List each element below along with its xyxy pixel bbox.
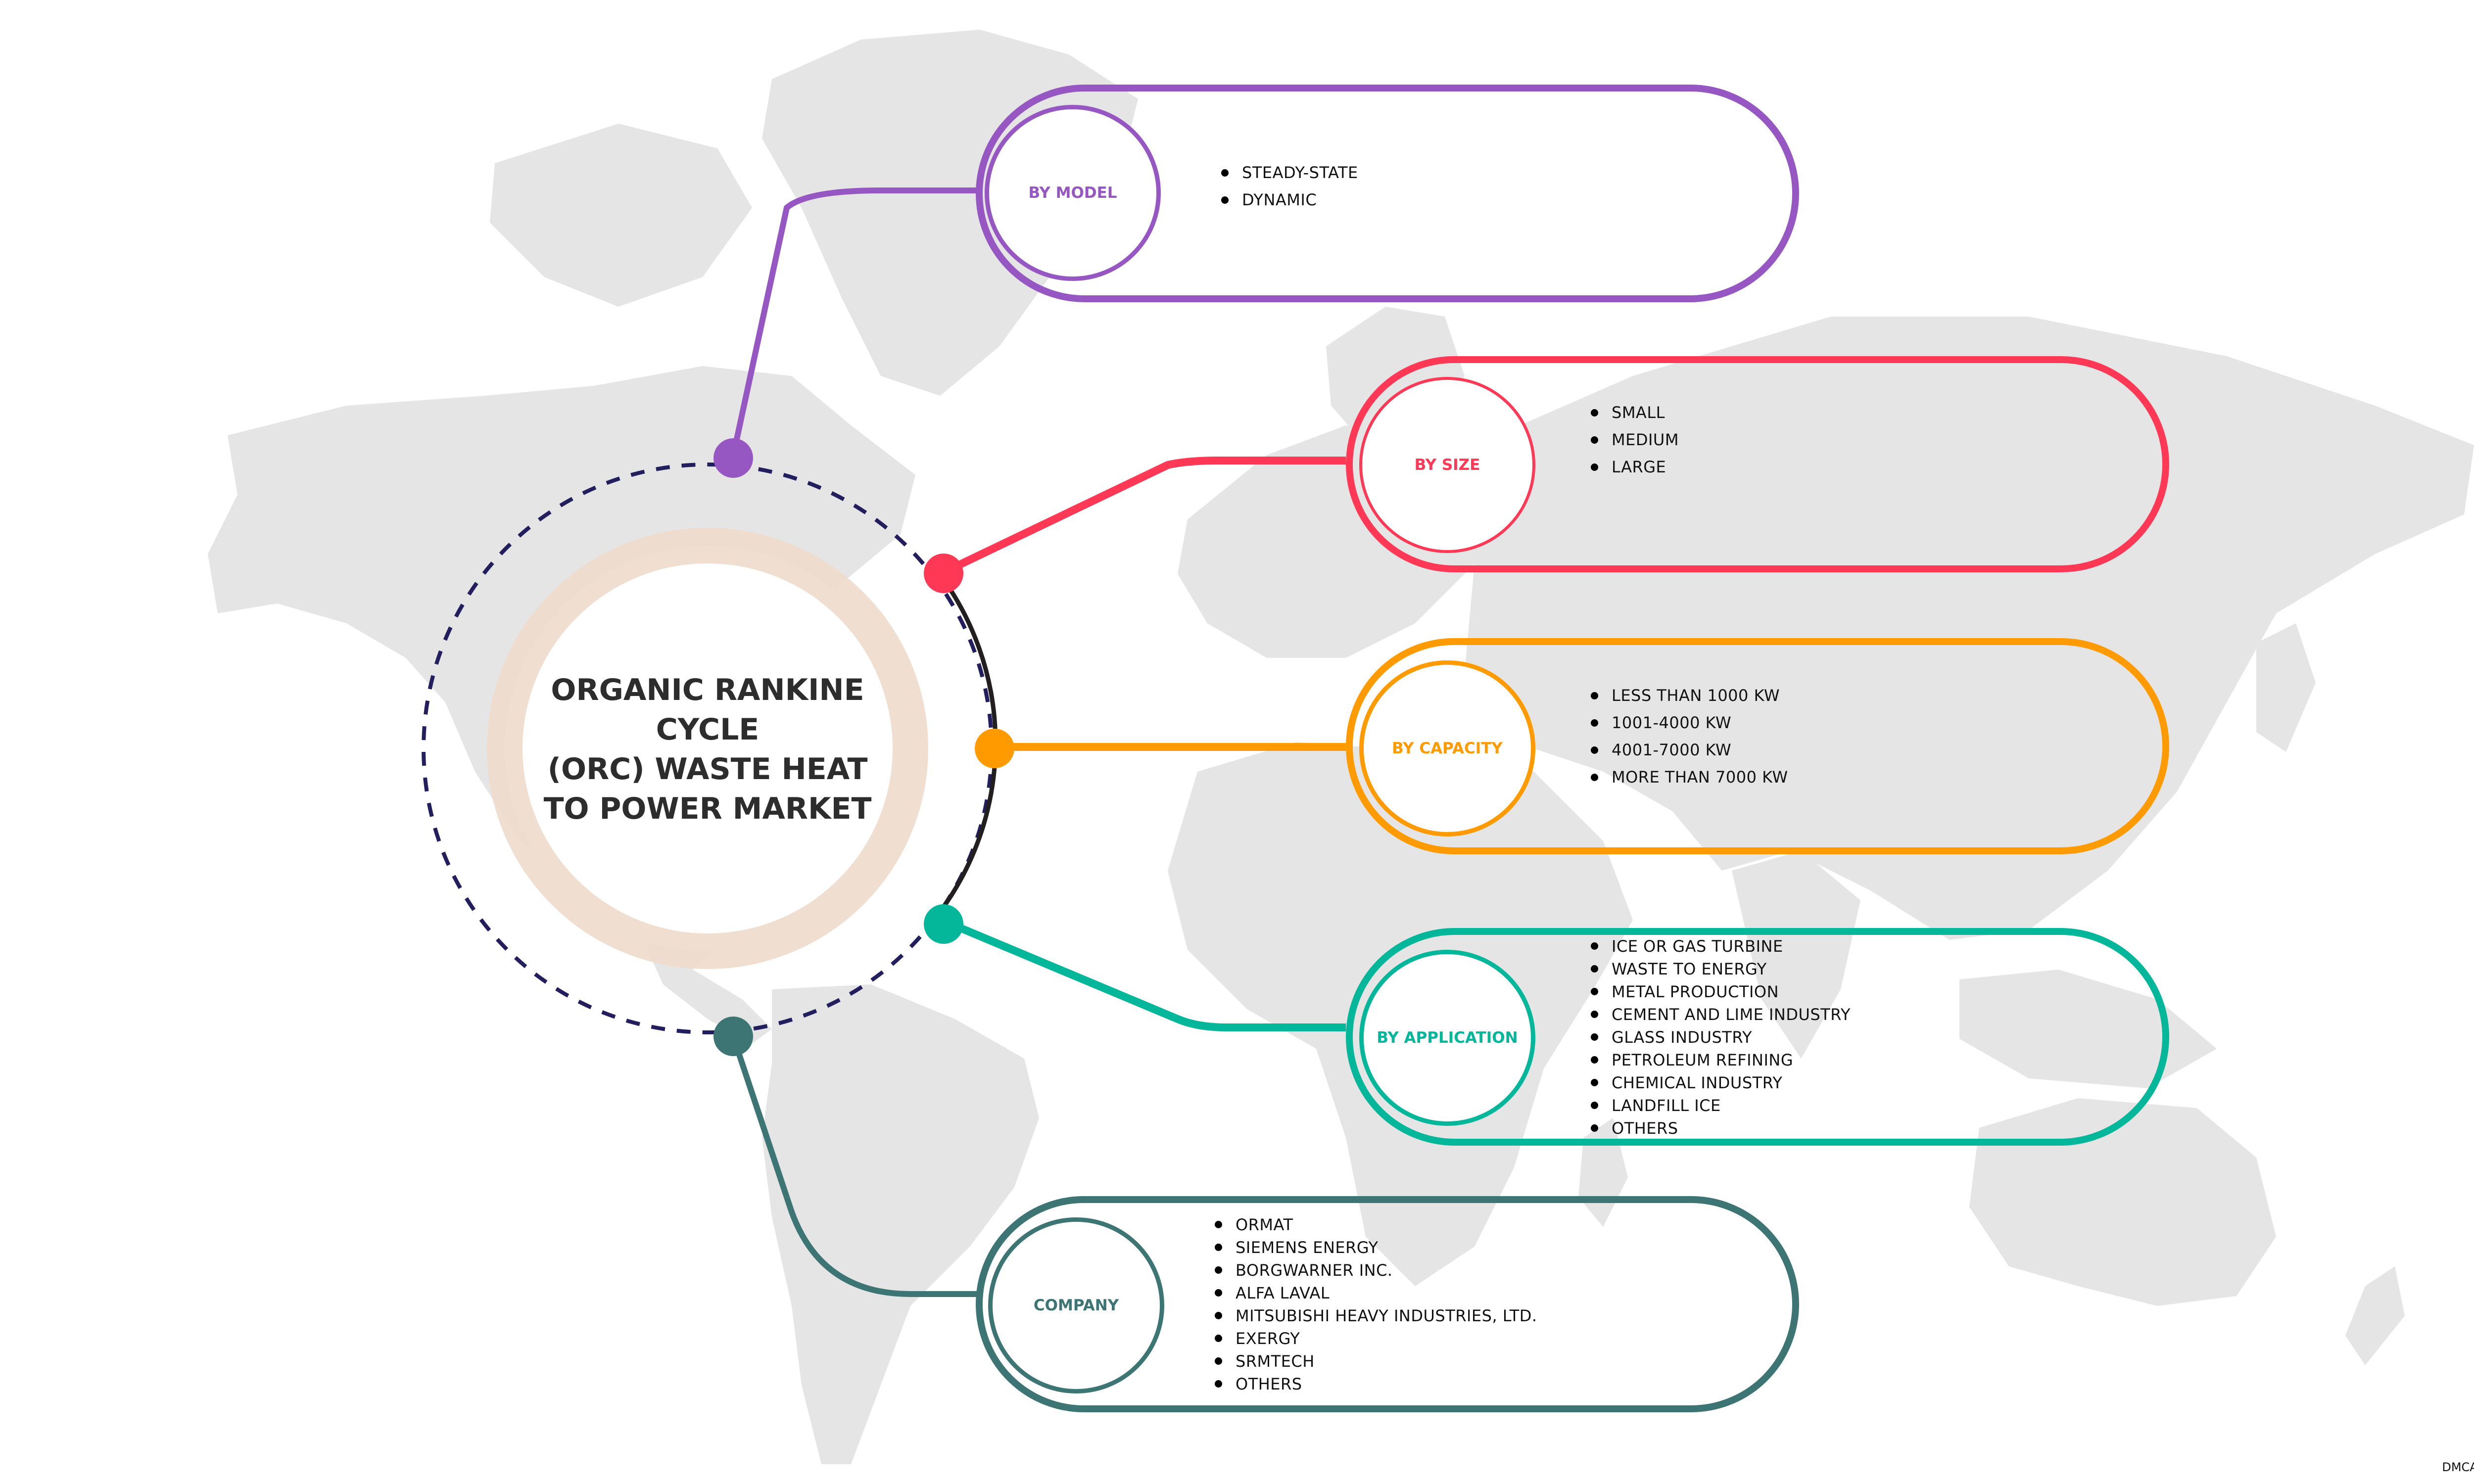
size-connector: [941, 457, 1346, 577]
bullet-icon: [1221, 169, 1229, 177]
list-item: LANDFILL ICE: [1591, 1094, 1851, 1117]
list-item: CEMENT AND LIME INDUSTRY: [1591, 1003, 1851, 1026]
list-item: ORMAT: [1215, 1213, 1537, 1236]
segment-circle-company: COMPANY: [988, 1217, 1164, 1393]
center-title-line-3: (ORC) WASTE HEAT: [547, 752, 868, 787]
size-dot: [924, 554, 963, 593]
list-item: LESS THAN 1000 KW: [1591, 682, 1788, 709]
application-connector: [934, 914, 1346, 1031]
list-item: ALFA LAVAL: [1215, 1282, 1537, 1304]
center-title-line-2: CYCLE: [656, 712, 760, 747]
segment-label-company: COMPANY: [1033, 1297, 1119, 1314]
bullet-icon: [1591, 965, 1598, 973]
company-connector: [729, 1033, 977, 1297]
list-item: CHEMICAL INDUSTRY: [1591, 1071, 1851, 1094]
list-item: SRMTECH: [1215, 1350, 1537, 1373]
center-title-line-4: TO POWER MARKET: [543, 791, 872, 826]
bullet-icon: [1215, 1357, 1222, 1365]
list-item: DYNAMIC: [1221, 186, 1358, 214]
bullet-icon: [1215, 1244, 1222, 1251]
model-dot: [714, 438, 753, 478]
list-item: LARGE: [1591, 454, 1679, 481]
list-item: PETROLEUM REFINING: [1591, 1049, 1851, 1071]
list-item: OTHERS: [1215, 1373, 1537, 1395]
bullet-icon: [1591, 1056, 1598, 1064]
segment-label-application: BY APPLICATION: [1377, 1029, 1518, 1047]
center-title: ORGANIC RANKINE CYCLE (ORC) WASTE HEAT T…: [510, 658, 905, 841]
list-item: BORGWARNER INC.: [1215, 1259, 1537, 1282]
dmca-watermark: DMCA Protected © DataBridge: [2442, 1460, 2474, 1474]
map-australia: [1969, 1098, 2276, 1306]
segment-circle-size: BY SIZE: [1359, 377, 1535, 553]
bullet-icon: [1215, 1266, 1222, 1274]
center-title-line-1: ORGANIC RANKINE: [551, 673, 864, 707]
list-item: 1001-4000 KW: [1591, 709, 1788, 737]
map-south-america: [762, 984, 1039, 1464]
bullet-icon: [1591, 746, 1598, 754]
segment-label-capacity: BY CAPACITY: [1392, 740, 1503, 757]
list-item: ICE OR GAS TURBINE: [1591, 935, 1851, 958]
segment-list-capacity: LESS THAN 1000 KW 1001-4000 KW 4001-7000…: [1591, 682, 1788, 791]
list-item: MEDIUM: [1591, 426, 1679, 454]
list-item: 4001-7000 KW: [1591, 737, 1788, 764]
bullet-icon: [1591, 692, 1598, 699]
bullet-icon: [1591, 988, 1598, 995]
capacity-dot: [975, 729, 1014, 768]
bullet-icon: [1591, 1102, 1598, 1109]
list-item: METAL PRODUCTION: [1591, 980, 1851, 1003]
segment-list-size: SMALL MEDIUM LARGE: [1591, 399, 1679, 481]
segment-list-application: ICE OR GAS TURBINE WASTE TO ENERGY METAL…: [1591, 935, 1851, 1140]
segment-label-size: BY SIZE: [1414, 456, 1480, 474]
segment-circle-model: BY MODEL: [985, 105, 1161, 281]
bullet-icon: [1591, 1033, 1598, 1041]
segment-list-company: ORMAT SIEMENS ENERGY BORGWARNER INC. ALF…: [1215, 1213, 1537, 1395]
segment-circle-application: BY APPLICATION: [1359, 950, 1535, 1126]
map-uk: [1212, 475, 1277, 564]
bullet-icon: [1215, 1221, 1222, 1228]
bullet-icon: [1591, 942, 1598, 950]
bullet-icon: [1591, 436, 1598, 444]
list-item: STEADY-STATE: [1221, 159, 1358, 186]
list-item: SMALL: [1591, 399, 1679, 426]
model-connector: [730, 187, 977, 456]
list-item: MORE THAN 7000 KW: [1591, 764, 1788, 791]
bullet-icon: [1591, 409, 1598, 417]
map-india: [1732, 851, 1860, 1059]
bullet-icon: [1215, 1380, 1222, 1388]
bullet-icon: [1591, 1079, 1598, 1086]
list-item: EXERGY: [1215, 1327, 1537, 1350]
bullet-icon: [1591, 463, 1598, 471]
list-item: SIEMENS ENERGY: [1215, 1236, 1537, 1259]
map-japan: [2256, 623, 2316, 752]
map-new-zealand: [2345, 1266, 2405, 1365]
bullet-icon: [1221, 196, 1229, 204]
list-item: GLASS INDUSTRY: [1591, 1026, 1851, 1049]
map-arctic-islands: [490, 124, 752, 307]
bullet-icon: [1591, 773, 1598, 781]
segment-list-model: STEADY-STATE DYNAMIC: [1221, 159, 1358, 214]
bullet-icon: [1591, 1011, 1598, 1018]
bullet-icon: [1215, 1335, 1222, 1342]
list-item: MITSUBISHI HEAVY INDUSTRIES, LTD.: [1215, 1304, 1537, 1327]
company-dot: [714, 1017, 753, 1056]
bullet-icon: [1591, 1124, 1598, 1132]
segment-circle-capacity: BY CAPACITY: [1359, 660, 1535, 836]
map-asia: [1465, 317, 2474, 940]
list-item: OTHERS: [1591, 1117, 1851, 1140]
application-dot: [924, 904, 963, 944]
bullet-icon: [1215, 1289, 1222, 1297]
center-ring: [487, 528, 928, 969]
bullet-icon: [1591, 719, 1598, 727]
segment-label-model: BY MODEL: [1028, 184, 1117, 202]
bullet-icon: [1215, 1312, 1222, 1319]
list-item: WASTE TO ENERGY: [1591, 958, 1851, 980]
